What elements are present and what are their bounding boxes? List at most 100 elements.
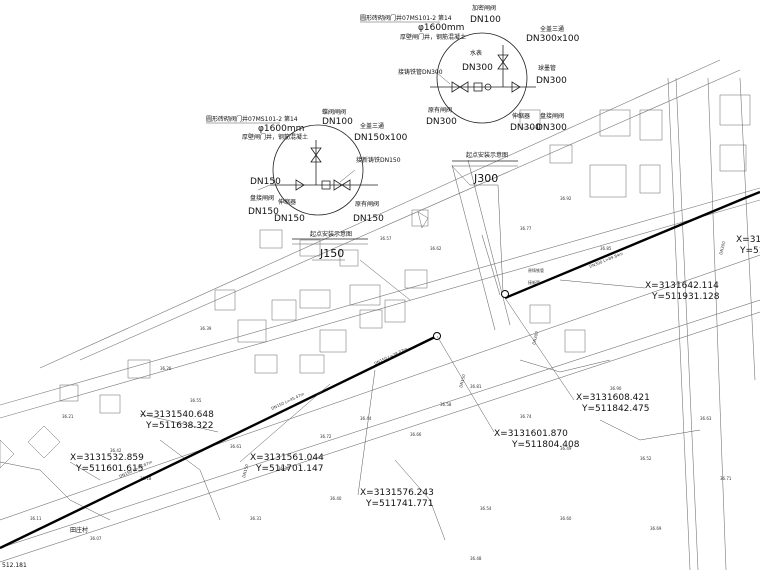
coord-8-y: Y=51 — [739, 246, 760, 256]
j300-tag-top: 加密闸阀 — [472, 4, 496, 12]
j150-spec-ref: 圆形砖砌阀门井07MS101-2 第14 — [206, 115, 298, 123]
j300-tag-center: 水表 — [470, 49, 482, 57]
svg-text:36.60: 36.60 — [560, 516, 572, 521]
svg-text:36.55: 36.55 — [190, 398, 202, 403]
svg-text:36.44: 36.44 — [360, 416, 372, 421]
svg-text:36.30: 36.30 — [278, 466, 290, 471]
j300-tag-tee: 全盖三通 — [540, 25, 564, 33]
coord-2-y: Y=511601.615 — [75, 464, 143, 474]
j300-diameter: φ1600mm — [418, 23, 464, 33]
j300-tag-left: 接铸铁管DN300 — [398, 68, 443, 76]
j300-bl-dn: DN300 — [426, 117, 457, 127]
pipe-label-seg3: DN150 L=38.07m — [373, 346, 408, 366]
j300-well-circle — [436, 32, 528, 124]
j300-right-dn: DN300 — [536, 76, 567, 86]
j150-valve-icon — [310, 147, 322, 156]
j300-code: J300 — [473, 172, 498, 185]
svg-text:36.31: 36.31 — [250, 516, 262, 521]
svg-text:36.26: 36.26 — [160, 366, 172, 371]
pipe-label-cross2: 接新管 — [528, 279, 540, 285]
svg-text:36.61: 36.61 — [230, 444, 242, 449]
svg-text:DN150: DN150 — [458, 373, 466, 388]
svg-text:36.42: 36.42 — [110, 448, 122, 453]
svg-text:36.58: 36.58 — [440, 402, 452, 407]
coord-1-x: X=3131540.648 — [140, 410, 214, 420]
svg-text:36.74: 36.74 — [520, 414, 532, 419]
j300-bc-dn: DN300 — [510, 123, 541, 133]
svg-text:36.54: 36.54 — [480, 506, 492, 511]
svg-text:36.07: 36.07 — [90, 536, 102, 541]
j300-spec-ref: 圆形砖砌阀门井07MS101-2 第14 — [360, 14, 452, 22]
j150-tag-bl1: 盘接闸阀 — [250, 194, 274, 202]
j150-title: 起点安装示意图 — [310, 230, 352, 238]
j150-diameter: φ1600mm — [258, 124, 304, 134]
j300-valve-icon — [497, 54, 509, 63]
coord-3-x: X=3131561.044 — [250, 453, 324, 463]
coord-2-x: X=3131532.859 — [70, 453, 144, 463]
coord-1-y: Y=511638.322 — [145, 421, 213, 431]
j150-bl1-dn: DN150 — [248, 207, 279, 217]
svg-text:36.66: 36.66 — [410, 432, 422, 437]
bottom-left-value: 512.181 — [2, 562, 27, 569]
coord-7-y: Y=511931.128 — [651, 292, 720, 302]
svg-text:36.92: 36.92 — [560, 196, 572, 201]
svg-text:36.11: 36.11 — [30, 516, 42, 521]
coordinate-callouts: X=3131540.648 Y=511638.322 X=3131532.859… — [69, 235, 760, 509]
svg-text:36.49: 36.49 — [560, 446, 572, 451]
svg-text:36.63: 36.63 — [700, 416, 712, 421]
svg-text:DN300: DN300 — [531, 330, 539, 345]
svg-text:36.85: 36.85 — [600, 246, 612, 251]
j300-tag-bc: 伸缩器 — [512, 112, 530, 120]
j300-tag-br: 盘接闸阀 — [540, 112, 564, 120]
j150-bl2-dn: DN150 — [274, 214, 305, 224]
svg-text:36.81: 36.81 — [470, 384, 482, 389]
j300-center-dn: DN300 — [462, 63, 493, 73]
coord-7-x: X=3131642.114 — [645, 281, 719, 291]
svg-text:36.72: 36.72 — [320, 434, 332, 439]
coord-6-x: X=3131608.421 — [576, 393, 650, 403]
j150-tag-valve-top: 蝶阀闸阀 — [322, 108, 346, 116]
svg-text:36.21: 36.21 — [62, 414, 74, 419]
svg-text:36.77: 36.77 — [520, 226, 532, 231]
j150-tag-tee: 全盖三通 — [360, 122, 384, 130]
j150-well-circle — [272, 124, 364, 216]
j300-br-dn: DN300 — [536, 123, 567, 133]
svg-text:36.57: 36.57 — [380, 236, 392, 241]
coord-8-x: X=3131 — [736, 235, 760, 245]
j150-tee-dn: DN150x100 — [354, 133, 408, 143]
svg-text:36.48: 36.48 — [470, 556, 482, 561]
svg-text:DN300: DN300 — [718, 240, 726, 255]
coord-5-x: X=3131601.870 — [494, 429, 568, 439]
pipe-dn150-route — [0, 334, 438, 550]
coord-3-y: Y=511701.147 — [255, 464, 323, 474]
j300-tag-right: 球墨管 — [538, 64, 556, 72]
svg-text:36.39: 36.39 — [200, 326, 212, 331]
svg-text:36.62: 36.62 — [430, 246, 442, 251]
topography-layer — [0, 59, 760, 570]
j300-tag-bl: 原有闸阀 — [428, 106, 452, 114]
svg-text:DN150: DN150 — [241, 463, 249, 478]
j150-br-dn: DN150 — [353, 214, 384, 224]
j300-tee-dn: DN300x100 — [526, 34, 580, 44]
svg-text:36.69: 36.69 — [650, 526, 662, 531]
j150-tag-br: 原有闸阀 — [355, 200, 379, 208]
svg-text:36.71: 36.71 — [720, 476, 732, 481]
j150-note: 厚壁闸门井，钢筋混凝土 — [242, 133, 308, 141]
j150-code: J150 — [319, 247, 344, 260]
coord-4-y: Y=511741.771 — [365, 499, 433, 509]
pipe-node-2 — [501, 290, 509, 298]
coord-5-y: Y=511804.408 — [511, 440, 580, 450]
svg-text:36.40: 36.40 — [330, 496, 342, 501]
j150-tag-right: 接新铸铁DN150 — [356, 156, 401, 164]
detail-j150: 圆形砖砌阀门井07MS101-2 第14 φ1600mm 厚壁闸门井，钢筋混凝土… — [206, 108, 411, 301]
detail-j300: 圆形砖砌阀门井07MS101-2 第14 φ1600mm 厚壁闸门井，钢筋混凝土… — [360, 4, 580, 293]
j300-title: 起点安装示意图 — [466, 151, 508, 159]
village-name: 田庄村 — [70, 526, 88, 534]
coord-6-y: Y=511842.475 — [581, 404, 649, 414]
j150-top-dn: DN100 — [322, 117, 353, 127]
svg-text:36.52: 36.52 — [640, 456, 652, 461]
coord-4-x: X=3131576.243 — [360, 488, 434, 498]
pipe-dn300-route — [504, 190, 760, 300]
j300-top-dn: DN100 — [470, 15, 501, 25]
